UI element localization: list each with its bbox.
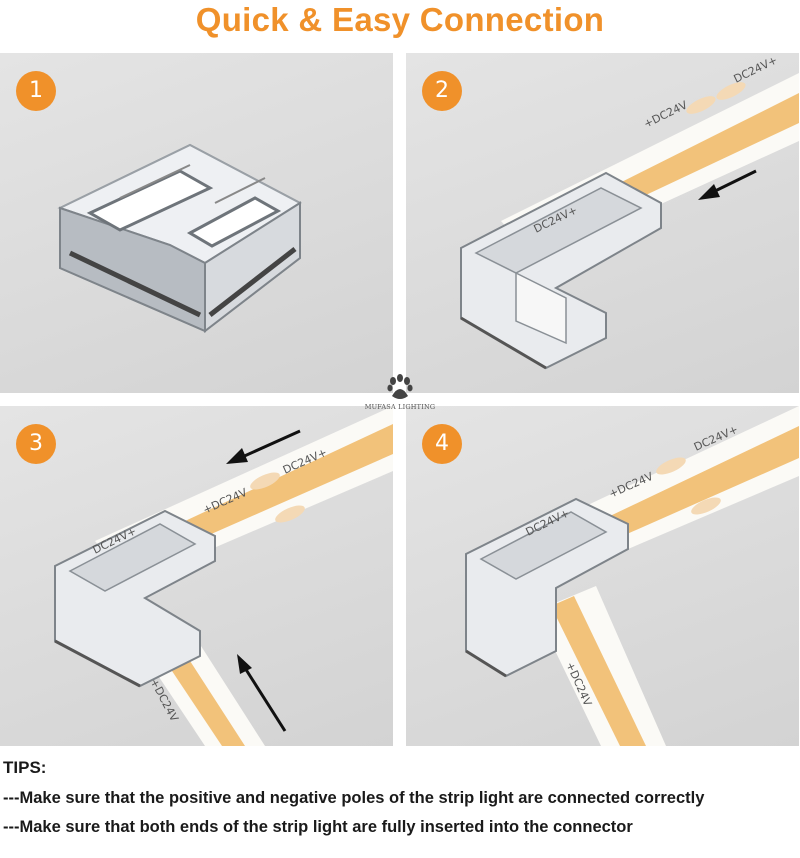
brand-logo: MUFASA LIGHTING <box>362 372 438 418</box>
step-4-panel: 4 DC24V+ +DC24V +DC24V DC24V+ <box>406 406 799 746</box>
tips-heading: TIPS: <box>3 758 47 777</box>
step-1-badge: 1 <box>16 71 56 111</box>
step-2-panel: 2 DC24V+ +DC24V DC24V+ <box>406 53 799 393</box>
step-4-badge: 4 <box>422 424 462 464</box>
arrow-left-icon <box>698 169 757 200</box>
l-connector-graphic <box>57 143 302 334</box>
step-1-panel: 1 <box>0 53 393 393</box>
paw-icon <box>387 374 413 399</box>
step-3-badge: 3 <box>16 424 56 464</box>
insert-first-strip-illustration: DC24V+ +DC24V DC24V+ <box>460 53 799 370</box>
arrow-up-icon <box>237 654 287 732</box>
l-connector-graphic: DC24V+ <box>460 171 662 370</box>
tip-insertion: ---Make sure that both ends of the strip… <box>3 818 633 836</box>
l-connector-graphic: DC24V+ <box>54 509 216 688</box>
page-title: Quick & Easy Connection <box>195 1 605 38</box>
step-3-panel: 3 DC24V+ +DC24V +DC24V DC24V+ <box>0 406 393 746</box>
svg-text:DC24V+: DC24V+ <box>732 53 780 85</box>
insert-second-strip-illustration: DC24V+ +DC24V +DC24V DC24V+ <box>54 406 393 746</box>
led-strip-graphic: +DC24V <box>536 586 666 746</box>
empty-connector-illustration <box>57 143 302 334</box>
arrow-left-icon <box>226 429 301 464</box>
svg-text:+DC24V: +DC24V <box>642 98 690 130</box>
tips-section: TIPS: ---Make sure that the positive and… <box>3 758 800 846</box>
tip-polarity: ---Make sure that the positive and negat… <box>3 789 705 807</box>
l-connector-graphic: DC24V+ <box>465 497 629 678</box>
step-2-badge: 2 <box>422 71 462 111</box>
brand-name: MUFASA LIGHTING <box>364 403 436 411</box>
connected-strips-illustration: DC24V+ +DC24V +DC24V DC24V+ <box>465 406 799 746</box>
